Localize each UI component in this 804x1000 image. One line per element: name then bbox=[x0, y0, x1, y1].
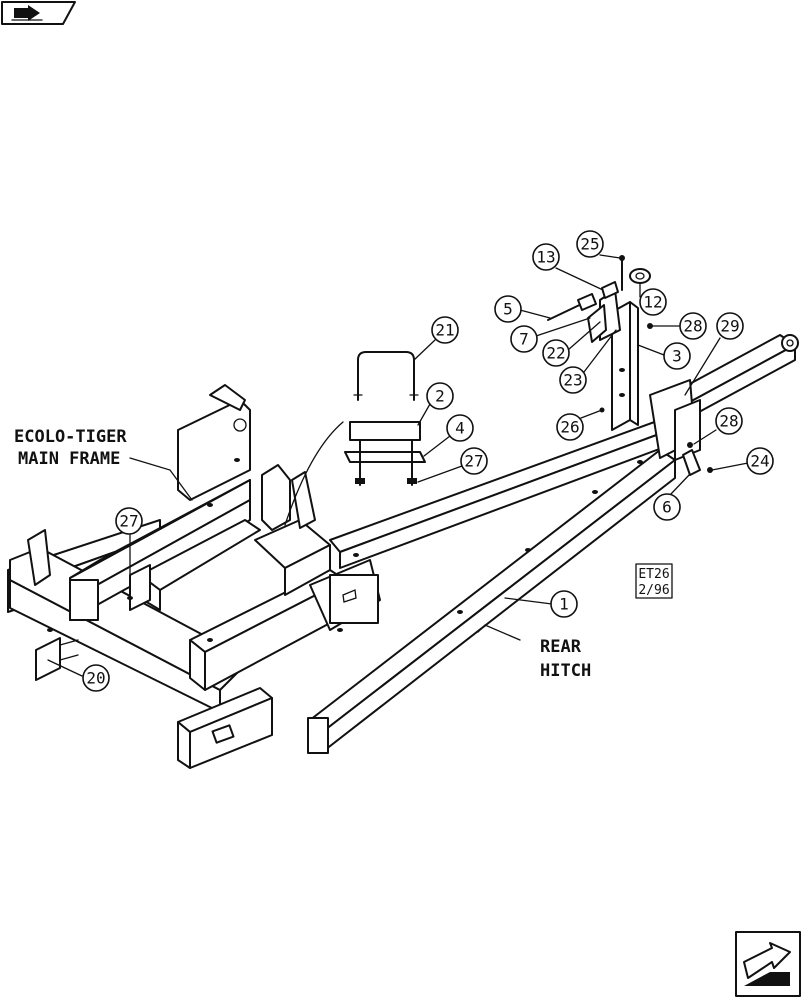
rear-hitch-label: REAR HITCH bbox=[540, 637, 591, 681]
callout-27-left: 27 bbox=[115, 507, 143, 599]
book-arrow-icon[interactable] bbox=[1, 1, 76, 25]
svg-text:26: 26 bbox=[560, 418, 579, 437]
main-frame-label: ECOLO-TIGER MAIN FRAME bbox=[14, 427, 193, 501]
callout-2: 2 bbox=[417, 382, 454, 426]
svg-text:2: 2 bbox=[435, 387, 445, 406]
svg-text:REAR: REAR bbox=[540, 637, 582, 657]
callout-23: 23 bbox=[559, 329, 617, 394]
callout-26: 26 bbox=[556, 409, 603, 441]
callout-1: 1 bbox=[504, 590, 578, 618]
callout-29: 29 bbox=[684, 312, 744, 396]
svg-text:2/96: 2/96 bbox=[638, 583, 669, 598]
callout-21: 21 bbox=[413, 316, 459, 361]
svg-text:23: 23 bbox=[563, 371, 582, 390]
next-page-arrow-icon[interactable] bbox=[735, 931, 801, 997]
svg-text:ECOLO-TIGER: ECOLO-TIGER bbox=[14, 427, 127, 447]
svg-text:21: 21 bbox=[435, 321, 454, 340]
svg-text:27: 27 bbox=[119, 512, 138, 531]
svg-text:22: 22 bbox=[546, 344, 565, 363]
callout-13: 13 bbox=[532, 243, 604, 291]
apex-hardware bbox=[682, 442, 713, 476]
svg-text:25: 25 bbox=[580, 235, 599, 254]
svg-text:12: 12 bbox=[643, 293, 662, 312]
callout-27-right: 27 bbox=[417, 447, 488, 483]
svg-text:28: 28 bbox=[719, 412, 738, 431]
svg-text:MAIN FRAME: MAIN FRAME bbox=[18, 449, 120, 469]
callout-24: 24 bbox=[711, 447, 774, 475]
svg-text:6: 6 bbox=[662, 498, 672, 517]
callout-28-right: 28 bbox=[693, 407, 743, 445]
callout-5: 5 bbox=[494, 295, 551, 323]
callout-20: 20 bbox=[47, 659, 110, 692]
svg-text:ET26: ET26 bbox=[638, 567, 669, 582]
jack-stand bbox=[547, 255, 653, 431]
svg-text:24: 24 bbox=[750, 452, 769, 471]
svg-text:29: 29 bbox=[720, 317, 739, 336]
callout-12: 12 bbox=[639, 282, 667, 316]
drawing-stamp: ET26 2/96 bbox=[635, 563, 673, 599]
callout-22: 22 bbox=[542, 321, 601, 367]
svg-text:13: 13 bbox=[536, 248, 555, 267]
callout-25: 25 bbox=[576, 230, 621, 259]
svg-text:3: 3 bbox=[672, 347, 682, 366]
svg-text:HITCH: HITCH bbox=[540, 661, 591, 681]
svg-text:5: 5 bbox=[503, 300, 513, 319]
svg-text:20: 20 bbox=[86, 669, 105, 688]
svg-text:1: 1 bbox=[559, 595, 569, 614]
callout-3: 3 bbox=[637, 342, 691, 370]
svg-text:7: 7 bbox=[519, 330, 529, 349]
u-bolt-clamp bbox=[284, 351, 426, 526]
callout-4: 4 bbox=[423, 414, 474, 457]
svg-text:4: 4 bbox=[455, 419, 465, 438]
svg-text:27: 27 bbox=[464, 452, 483, 471]
callout-6: 6 bbox=[653, 473, 691, 521]
svg-text:28: 28 bbox=[683, 317, 702, 336]
rear-hitch bbox=[307, 334, 799, 754]
callout-28-top: 28 bbox=[651, 312, 707, 340]
main-frame bbox=[7, 384, 381, 769]
callout-7: 7 bbox=[510, 317, 591, 353]
